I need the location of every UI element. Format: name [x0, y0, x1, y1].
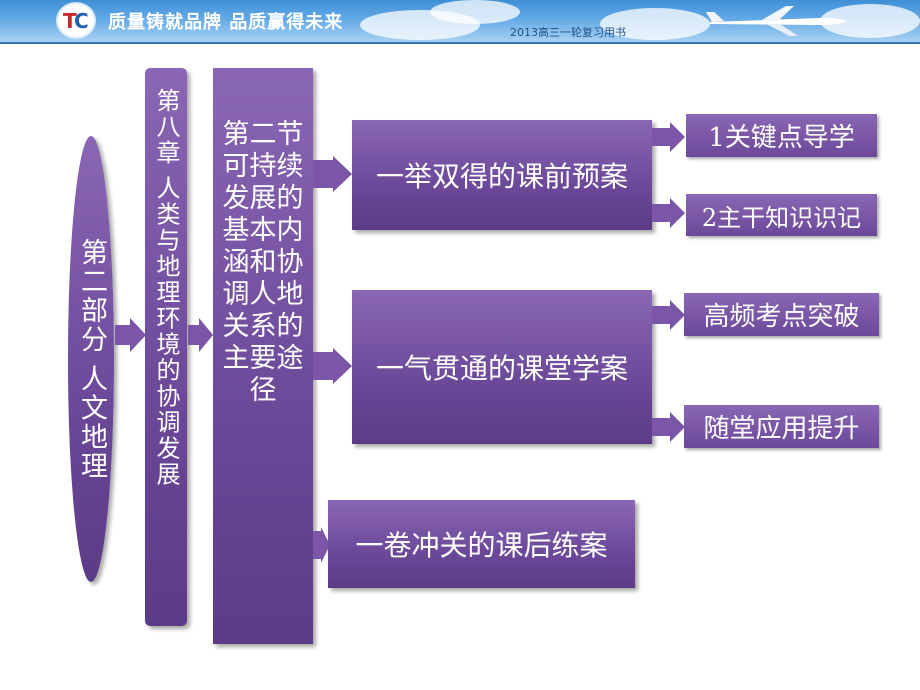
leaf-label: 随堂应用提升 — [703, 414, 860, 444]
arrow-icon — [652, 122, 685, 152]
leaf-node: 1关键点导学 — [686, 114, 877, 157]
branch-node: 一举双得的课前预案 — [352, 120, 652, 230]
arrow-icon — [652, 198, 685, 228]
arrow-icon — [652, 300, 685, 330]
header-divider — [0, 42, 920, 44]
svg-text:C: C — [74, 9, 89, 33]
arrow-icon — [313, 527, 330, 563]
branch-label: 一举双得的课前预案 — [375, 160, 628, 193]
branch-node: 一卷冲关的课后练案 — [328, 500, 635, 588]
part-label: 第二部分 人文地理 — [76, 237, 107, 481]
leaf-label: 2主干知识识记 — [701, 203, 862, 232]
arrow-icon — [188, 318, 213, 352]
chapter-node: 第八章 人类与地理环境的协调发展 — [145, 68, 187, 626]
leaf-node: 高频考点突破 — [684, 293, 879, 336]
cloud-decoration — [430, 0, 520, 24]
branch-label: 一卷冲关的课后练案 — [355, 529, 608, 562]
part-node: 第二部分 人文地理 — [68, 136, 114, 582]
branch-node: 一气贯通的课堂学案 — [352, 290, 652, 444]
series-label: 2013高三一轮复习用书 — [510, 26, 626, 39]
section-node: 第二节 可持续发展的基本内涵和协调人地关系的主要途径 — [213, 68, 313, 644]
arrow-icon — [652, 412, 685, 442]
header-slogan: 质量铸就品牌 品质赢得未来 — [108, 12, 344, 33]
arrow-icon — [313, 156, 352, 192]
leaf-node: 2主干知识识记 — [686, 194, 877, 236]
airplane-icon — [706, 6, 846, 36]
header-banner: T C 质量铸就品牌 品质赢得未来 2013高三一轮复习用书 — [0, 0, 920, 42]
chapter-label: 第八章 人类与地理环境的协调发展 — [152, 88, 180, 488]
cloud-decoration — [600, 8, 710, 40]
arrow-icon — [115, 318, 146, 352]
leaf-node: 随堂应用提升 — [684, 405, 879, 448]
logo-icon: T C — [56, 2, 96, 39]
branch-label: 一气贯通的课堂学案 — [375, 352, 628, 385]
section-label: 第二节 可持续发展的基本内涵和协调人地关系的主要途径 — [222, 119, 304, 406]
leaf-label: 高频考点突破 — [703, 302, 860, 332]
svg-text:T: T — [63, 9, 77, 33]
leaf-label: 1关键点导学 — [708, 123, 855, 153]
arrow-icon — [313, 348, 352, 384]
